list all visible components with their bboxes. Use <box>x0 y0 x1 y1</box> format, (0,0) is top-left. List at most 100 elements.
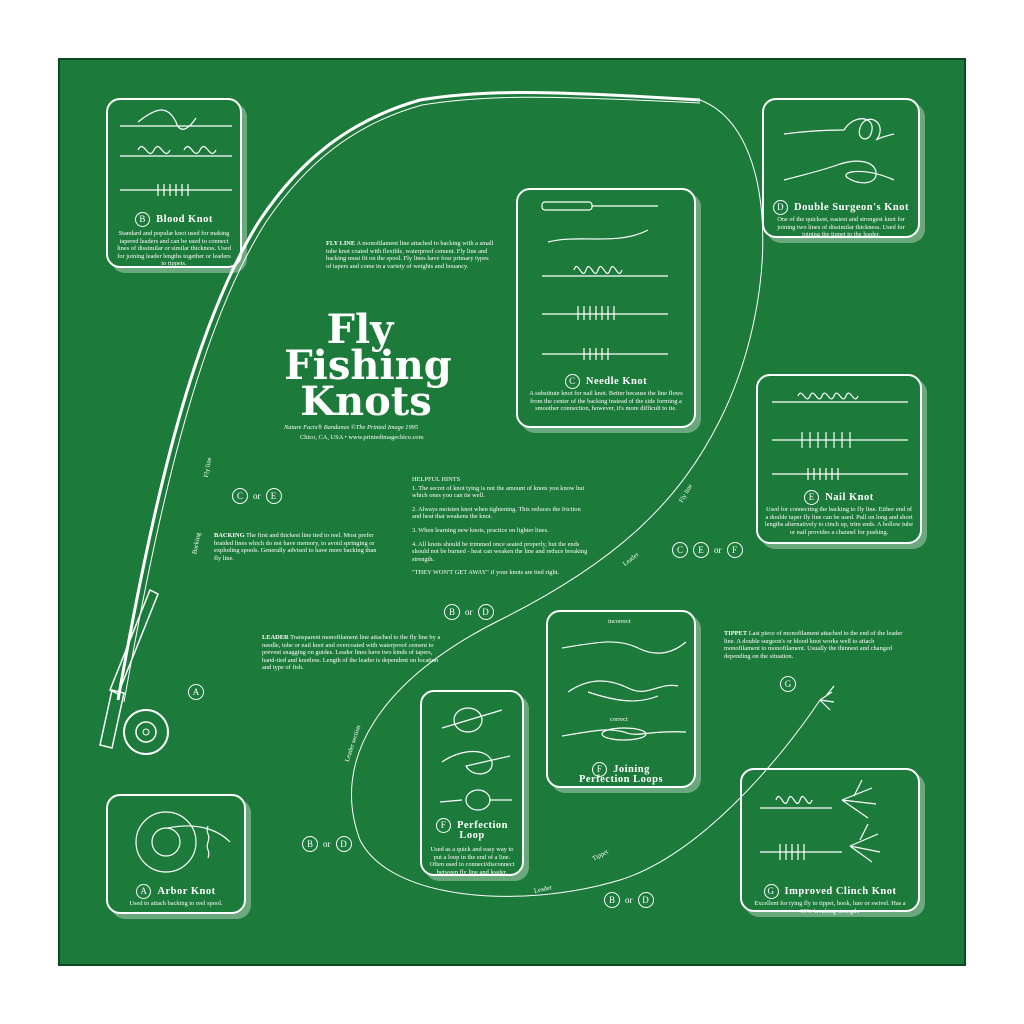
helpful-hint-3: 3. When learning new knots, practice on … <box>412 526 549 534</box>
needle-knot-illustration <box>541 201 668 360</box>
blood-knot-letter: B <box>135 212 151 227</box>
credit-line-1: Nature Facts® Bandanas ©The Printed Imag… <box>284 424 419 431</box>
improved-clinch-knot-illustration <box>760 779 881 863</box>
joining-perfection-loops-illustration <box>561 641 687 741</box>
correct-label: correct <box>610 716 628 723</box>
double-surgeons-knot-name: Double Surgeon's Knot <box>794 202 909 213</box>
tag-g-letter: G <box>780 676 796 692</box>
tag-cef-or: or <box>714 545 722 555</box>
backing-note-head: BACKING <box>214 532 245 539</box>
nail-knot-title: E Nail Knot <box>758 490 920 505</box>
nail-knot-name: Nail Knot <box>825 492 874 503</box>
tag-cef-a: C <box>672 542 688 558</box>
bandana-background <box>58 58 966 966</box>
improved-clinch-knot-name: Improved Clinch Knot <box>784 886 897 897</box>
arbor-knot-letter: A <box>136 884 152 899</box>
improved-clinch-knot-letter: G <box>763 884 779 899</box>
joining-perfection-loops-name-2: Perfection Loops <box>578 774 664 785</box>
tag-bd1-a: B <box>444 604 460 620</box>
tag-bd1-or: or <box>465 607 473 617</box>
joining-perfection-loops-title-1: F Joining <box>548 762 694 777</box>
blood-knot-desc: Standard and popular knot used for makin… <box>117 230 231 268</box>
card-joining-perfection-loops: incorrect correct F Joining Perfection Lo… <box>546 610 696 788</box>
card-arbor-knot: A Arbor Knot Used to attach backing to re… <box>106 794 246 914</box>
tag-g: G <box>780 676 796 692</box>
tag-c-or-e-a: C <box>232 488 248 504</box>
perfection-loop-desc: Used as a quick and easy way to put a lo… <box>429 846 515 876</box>
card-perfection-loop: F Perfection Loop Used as a quick and eas… <box>420 690 524 876</box>
needle-knot-title: C Needle Knot <box>518 374 694 389</box>
perfection-loop-letter: F <box>435 818 451 833</box>
arbor-knot-desc: Used to attach backing to reel spool. <box>129 900 223 907</box>
helpful-hint-4: 4. All knots should be trimmed once seat… <box>412 540 588 563</box>
nail-knot-illustration <box>772 392 908 480</box>
helpful-hint-2: 2. Always moisten knot when tightening. … <box>412 505 581 521</box>
double-surgeons-knot-illustration <box>783 118 895 184</box>
card-blood-knot: B Blood Knot Standard and popular knot us… <box>106 98 242 268</box>
arbor-knot-title: A Arbor Knot <box>108 884 244 899</box>
arbor-knot-illustration <box>135 811 231 873</box>
tag-a-letter: A <box>188 684 204 700</box>
tag-bd3-b: D <box>637 892 654 908</box>
title-line-1: Fly <box>326 306 394 353</box>
tag-bd2-b: D <box>335 836 352 852</box>
needle-knot-letter: C <box>564 374 580 389</box>
double-surgeons-knot-title: D Double Surgeon's Knot <box>764 200 918 215</box>
backing-note: BACKING The first and thickest line tied… <box>214 532 382 562</box>
perfection-loop-name-1: Perfection <box>456 820 509 831</box>
helpful-hints: HELPFUL HINTS 1. The secret of knot tyin… <box>412 476 588 577</box>
tag-bd3-a: B <box>604 892 620 908</box>
tippet-note-body: Last piece of monofilament attached to t… <box>724 630 903 660</box>
nail-knot-desc: Used for connecting the backing to fly l… <box>764 506 914 536</box>
perfection-loop-name-2: Loop <box>459 830 485 841</box>
card-needle-knot: C Needle Knot A substitute knot for nail … <box>516 188 696 428</box>
title-line-2: Fishing <box>284 342 452 389</box>
tippet-note: TIPPET Last piece of monofilament attach… <box>724 630 904 660</box>
fly-line-note-head: FLY LINE <box>326 240 356 247</box>
helpful-hints-head: HELPFUL HINTS <box>412 476 461 483</box>
arbor-knot-name: Arbor Knot <box>157 886 216 897</box>
card-improved-clinch-knot: G Improved Clinch Knot Excellent for tyin… <box>740 768 920 915</box>
leader-note-head: LEADER <box>262 634 289 641</box>
improved-clinch-knot-desc: Excellent for tying fly to tippet, hook,… <box>754 900 906 915</box>
tag-c-or-e-or: or <box>253 491 261 501</box>
blood-knot-title: B Blood Knot <box>108 212 240 227</box>
backing-note-body: The first and thickest line tied to reel… <box>214 532 377 562</box>
credit-line-2: Chico, CA, USA • www.printedimagechico.c… <box>300 434 424 441</box>
tag-cef-c: F <box>726 542 743 558</box>
joining-perfection-loops-name-1: Joining <box>613 764 650 775</box>
tag-c-or-e-b: E <box>265 488 282 504</box>
tag-bd2-a: B <box>302 836 318 852</box>
blood-knot-illustration <box>120 109 232 196</box>
incorrect-label: incorrect <box>608 618 631 625</box>
improved-clinch-knot-title: G Improved Clinch Knot <box>742 884 918 899</box>
tag-bd1-b: D <box>477 604 494 620</box>
title-line-3: Knots <box>300 378 432 425</box>
tag-a: A <box>188 684 204 700</box>
double-surgeons-knot-letter: D <box>773 200 789 215</box>
leader-note-body: Transparent monofilament line attached t… <box>262 634 441 672</box>
fly-line-note: FLY LINE A monofilament line attached to… <box>326 240 494 270</box>
needle-knot-name: Needle Knot <box>585 376 648 387</box>
leader-note: LEADER Transparent monofilament line att… <box>262 634 446 672</box>
needle-knot-desc: A substitute knot for nail knot. Better … <box>529 390 683 413</box>
nail-knot-letter: E <box>804 490 820 505</box>
tag-bd2-or: or <box>323 839 331 849</box>
tag-bd3-or: or <box>625 895 633 905</box>
fly-line-note-body: A monofilament line attached to backing … <box>326 240 494 270</box>
helpful-hints-footer: "THEY WON'T GET AWAY" if your knots are … <box>412 569 560 577</box>
card-nail-knot: E Nail Knot Used for connecting the backi… <box>756 374 922 544</box>
tag-cef-b: E <box>693 542 709 558</box>
perfection-loop-title-1: F Perfection <box>422 818 522 833</box>
perfection-loop-illustration <box>439 707 512 811</box>
blood-knot-name: Blood Knot <box>156 214 213 225</box>
joining-perfection-loops-letter: F <box>592 762 608 777</box>
tippet-note-head: TIPPET <box>724 630 748 637</box>
